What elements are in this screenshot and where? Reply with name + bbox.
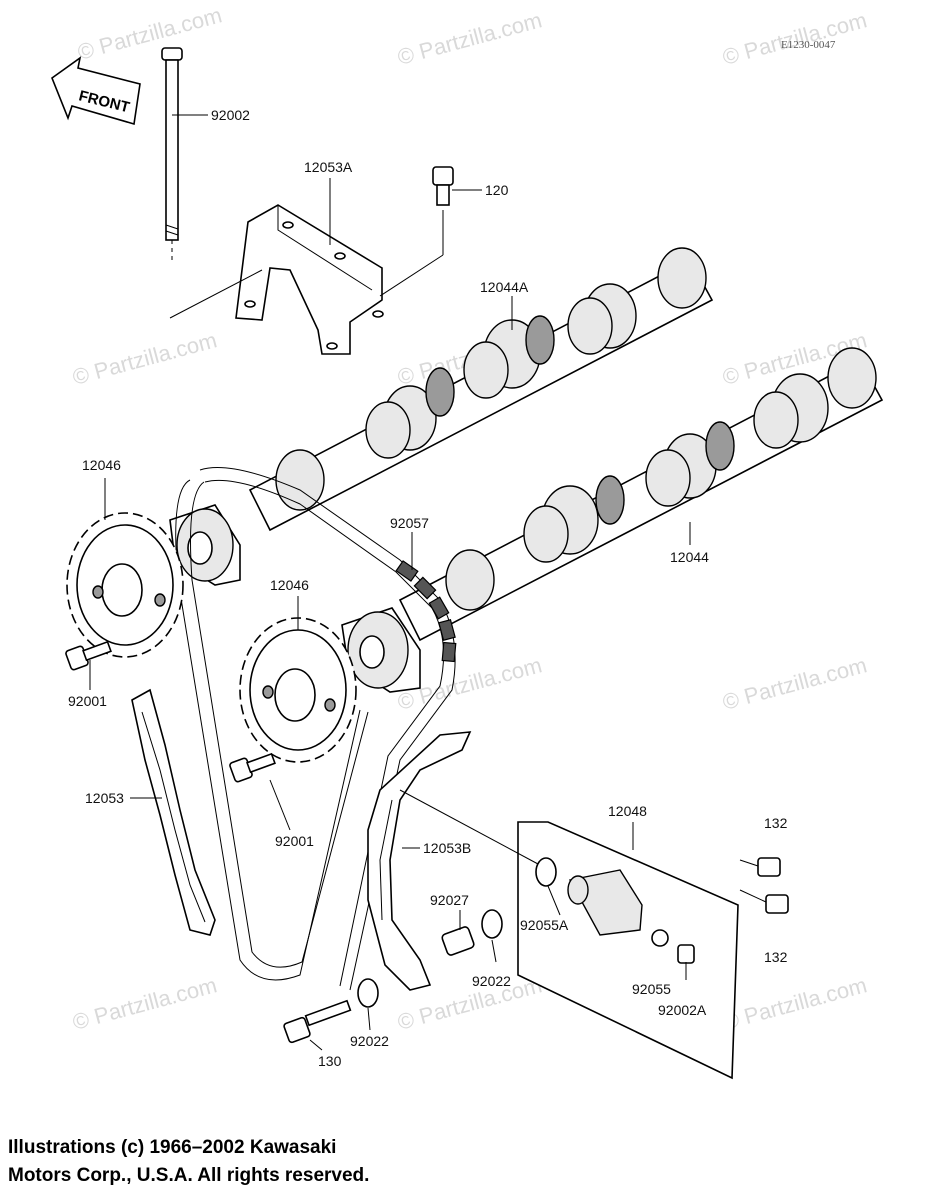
- label-92022-right: 92022: [472, 973, 511, 989]
- label-12053A: 12053A: [304, 159, 353, 175]
- watermark: © Partzilla.com: [720, 652, 870, 715]
- cam-hub-lower: [341, 607, 421, 693]
- sprocket-12046-top: [66, 512, 184, 658]
- front-arrow-icon: FRONT: [51, 56, 141, 126]
- camshaft-12044: [398, 347, 884, 642]
- copyright-line-2: Motors Corp., U.S.A. All rights reserved…: [8, 1165, 370, 1186]
- label-92002A: 92002A: [658, 1002, 707, 1018]
- label-92027: 92027: [430, 892, 469, 908]
- label-12053B: 12053B: [423, 840, 471, 856]
- chain-guide-12053B: [367, 731, 472, 991]
- copyright-notice: Illustrations (c) 1966–2002 Kawasaki Mot…: [8, 1134, 369, 1190]
- bolt-132-top: [739, 857, 781, 877]
- watermark: © Partzilla.com: [720, 972, 870, 1035]
- watermark: © Partzilla.com: [70, 972, 220, 1035]
- bolt-130: [283, 999, 352, 1044]
- label-130: 130: [318, 1053, 342, 1069]
- label-120: 120: [485, 182, 509, 198]
- part-labels: 92002 12053A 120 12044A 12046 92057 1204…: [68, 107, 788, 1069]
- copyright-line-1: Illustrations (c) 1966–2002 Kawasaki: [8, 1137, 337, 1158]
- bolt-132-bottom: [739, 889, 789, 914]
- watermark: © Partzilla.com: [75, 2, 225, 65]
- label-132-bottom: 132: [764, 949, 788, 965]
- washer-92022-right: [481, 909, 503, 939]
- chain-guide-12053: [131, 688, 216, 936]
- diagram-code: E1230-0047: [781, 39, 836, 51]
- label-12053: 12053: [85, 790, 124, 806]
- label-12048: 12048: [608, 803, 647, 819]
- leader-lines: [89, 114, 691, 1051]
- bolt-92001-mid: [229, 752, 276, 783]
- label-12046-mid: 12046: [270, 577, 309, 593]
- watermark: © Partzilla.com: [70, 327, 220, 390]
- label-92055: 92055: [632, 981, 671, 997]
- collar-92027: [441, 926, 475, 956]
- label-92055A: 92055A: [520, 917, 569, 933]
- bolt-120: [379, 166, 454, 297]
- label-92001-left: 92001: [68, 693, 107, 709]
- label-92002: 92002: [211, 107, 250, 123]
- label-92057: 92057: [390, 515, 429, 531]
- sprocket-12046-mid: [239, 617, 357, 763]
- o-ring-92055A: [535, 857, 557, 887]
- label-92022-bottom: 92022: [350, 1033, 389, 1049]
- washer-92022-bottom: [357, 978, 379, 1008]
- label-12044: 12044: [670, 549, 709, 565]
- long-bolt-92002: [161, 47, 183, 262]
- label-92001-mid: 92001: [275, 833, 314, 849]
- label-132-top: 132: [764, 815, 788, 831]
- camshaft-12044A: [248, 247, 714, 532]
- label-12044A: 12044A: [480, 279, 529, 295]
- watermark: © Partzilla.com: [395, 7, 545, 70]
- bolt-92001-left: [65, 640, 112, 671]
- bracket-12053A: [169, 204, 384, 355]
- tensioner-12048: [517, 821, 739, 1080]
- label-12046-top: 12046: [82, 457, 121, 473]
